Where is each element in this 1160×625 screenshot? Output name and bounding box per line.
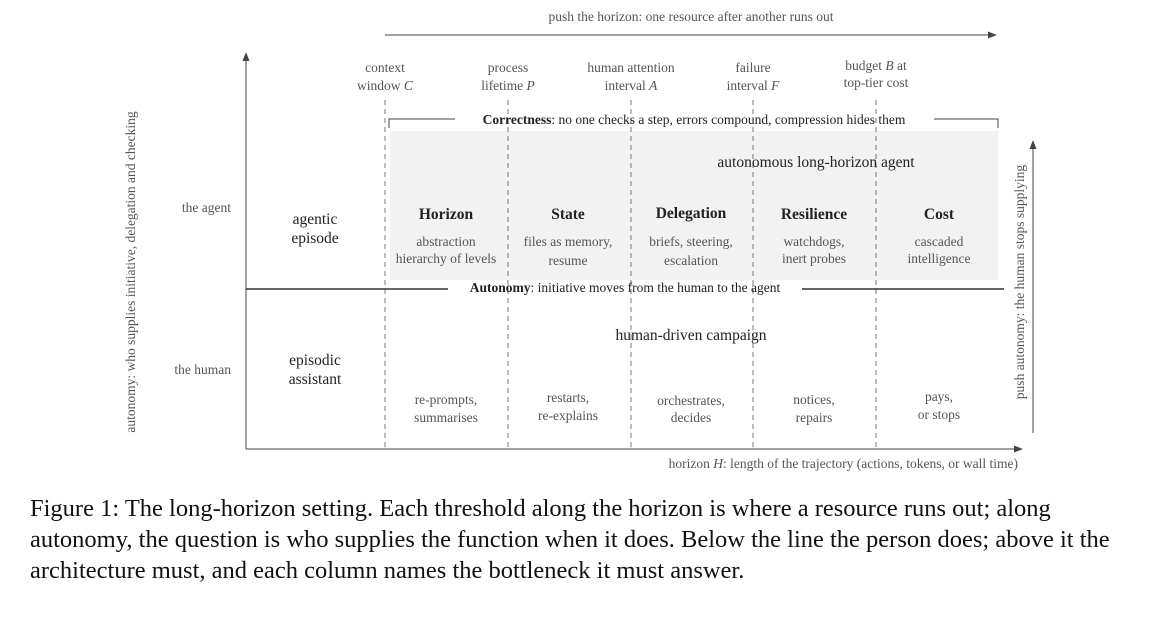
human-mode-line-1: episodic bbox=[289, 352, 341, 369]
threshold-label-attention-2: interval A bbox=[605, 78, 659, 93]
human-region-title: human-driven campaign bbox=[615, 327, 766, 344]
column-resilience: Resilience watchdogs, inert probes notic… bbox=[781, 206, 847, 425]
threshold-label-failure-2: interval F bbox=[727, 78, 781, 93]
threshold-label-budget: budget B at bbox=[845, 58, 907, 73]
agent-cell-horizon-2: hierarchy of levels bbox=[396, 251, 496, 266]
correctness-label: Correctness: no one checks a step, error… bbox=[483, 112, 906, 127]
agent-region-shading bbox=[390, 131, 998, 280]
human-cell-delegation-1: orchestrates, bbox=[657, 393, 725, 408]
human-cell-resilience-1: notices, bbox=[793, 392, 835, 407]
human-cell-resilience-2: repairs bbox=[796, 410, 833, 425]
figure-caption: Figure 1: The long-horizon setting. Each… bbox=[30, 495, 1110, 584]
correctness-bracket-left bbox=[388, 118, 455, 128]
y-axis-label: autonomy: who supplies initiative, deleg… bbox=[123, 111, 138, 433]
threshold-label-context: context bbox=[365, 60, 405, 75]
agent-cell-state-2: resume bbox=[549, 253, 588, 268]
correctness-bracket-right bbox=[934, 118, 999, 128]
threshold-label-process: process bbox=[488, 60, 529, 75]
column-title-resilience: Resilience bbox=[781, 206, 847, 223]
agent-region-title: autonomous long-horizon agent bbox=[717, 154, 915, 171]
column-title-cost: Cost bbox=[924, 206, 955, 223]
column-title-horizon: Horizon bbox=[419, 206, 474, 223]
threshold-lines bbox=[384, 100, 877, 447]
threshold-label-process-2: lifetime P bbox=[481, 78, 535, 93]
threshold-labels: context window C process lifetime P huma… bbox=[357, 58, 909, 93]
agent-cell-cost-1: cascaded bbox=[915, 234, 964, 249]
human-cell-cost-2: or stops bbox=[918, 407, 960, 422]
threshold-label-failure: failure bbox=[735, 60, 770, 75]
agent-mode-line-2: episode bbox=[291, 230, 338, 247]
human-mode-line-2: assistant bbox=[289, 371, 342, 388]
column-horizon: Horizon abstraction hierarchy of levels … bbox=[396, 206, 496, 425]
column-delegation: Delegation briefs, steering, escalation … bbox=[649, 205, 733, 425]
agent-cell-resilience-2: inert probes bbox=[782, 251, 846, 266]
human-cell-cost-1: pays, bbox=[925, 389, 953, 404]
column-title-state: State bbox=[551, 206, 585, 223]
column-cost: Cost cascaded intelligence pays, or stop… bbox=[908, 206, 971, 422]
long-horizon-diagram: push the horizon: one resource after ano… bbox=[123, 9, 1037, 471]
agent-cell-resilience-1: watchdogs, bbox=[783, 234, 844, 249]
column-title-delegation: Delegation bbox=[656, 205, 727, 222]
threshold-label-budget-2: top-tier cost bbox=[844, 75, 909, 90]
autonomy-push-label: push autonomy: the human stops supplying bbox=[1012, 165, 1027, 400]
agent-cell-delegation-1: briefs, steering, bbox=[649, 234, 733, 249]
human-cell-state-2: re-explains bbox=[538, 408, 598, 423]
human-cell-horizon-2: summarises bbox=[414, 410, 478, 425]
column-state: State files as memory, resume restarts, … bbox=[524, 206, 613, 423]
x-axis-label: horizon H: length of the trajectory (act… bbox=[669, 456, 1018, 471]
agent-mode-line-1: agentic bbox=[293, 211, 338, 228]
agent-cell-cost-2: intelligence bbox=[908, 251, 971, 266]
autonomy-label: Autonomy: initiative moves from the huma… bbox=[470, 280, 781, 295]
human-cell-horizon-1: re-prompts, bbox=[415, 392, 478, 407]
human-cell-state-1: restarts, bbox=[547, 390, 589, 405]
agent-cell-state-1: files as memory, bbox=[524, 234, 613, 249]
agent-cell-horizon-1: abstraction bbox=[416, 234, 475, 249]
mode-labels: agentic episode episodic assistant bbox=[289, 211, 342, 388]
threshold-label-context-2: window C bbox=[357, 78, 414, 93]
row-label-agent: the agent bbox=[182, 200, 231, 215]
row-label-human: the human bbox=[174, 362, 231, 377]
threshold-label-attention: human attention bbox=[587, 60, 675, 75]
agent-cell-delegation-2: escalation bbox=[664, 253, 718, 268]
horizon-push-label: push the horizon: one resource after ano… bbox=[549, 9, 834, 24]
human-cell-delegation-2: decides bbox=[671, 410, 711, 425]
